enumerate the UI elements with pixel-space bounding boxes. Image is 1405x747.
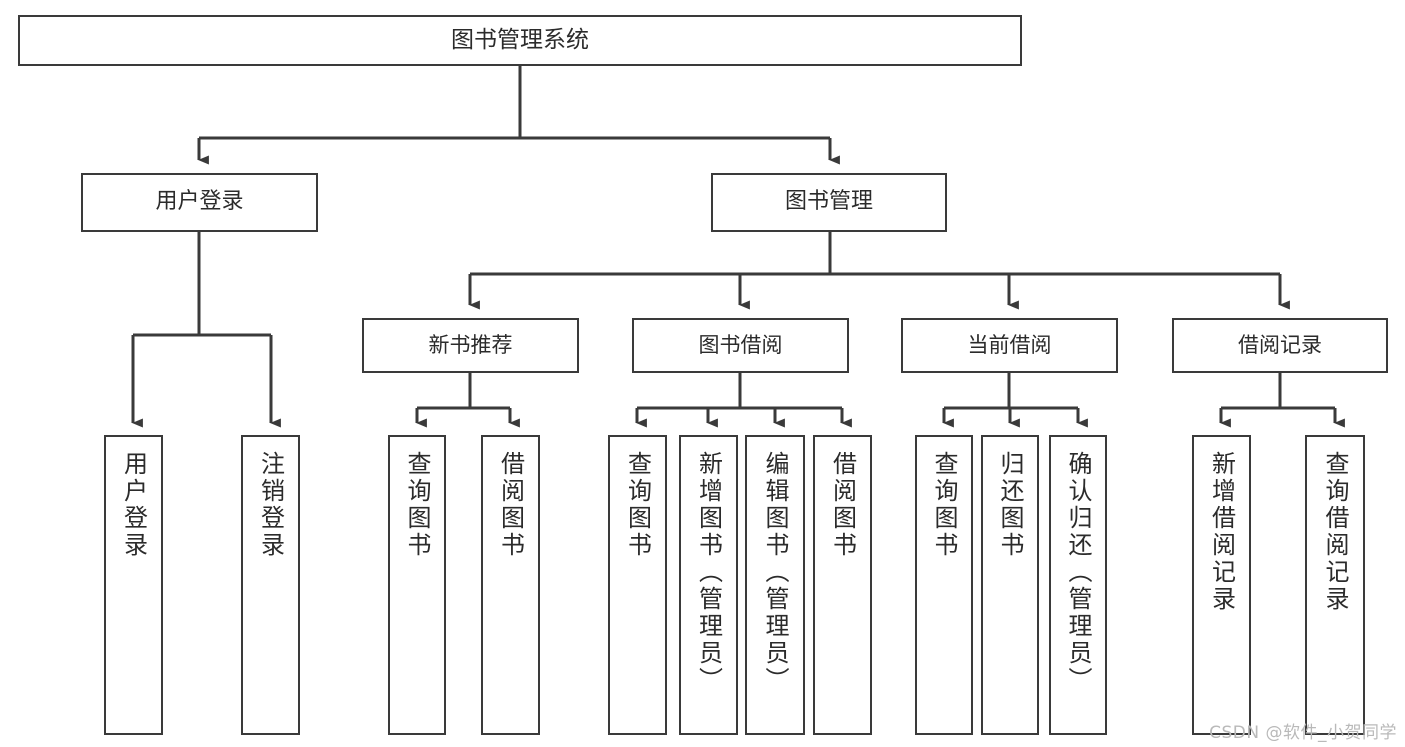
node-root[interactable]: 图书管理系统 xyxy=(18,15,1022,66)
node-leaf-borrow-book-2[interactable]: 借阅图书 xyxy=(813,435,872,735)
node-leaf-add-record[interactable]: 新增借阅记录 xyxy=(1192,435,1251,735)
node-leaf-edit-book-label: 编辑图书（管理员） xyxy=(761,451,789,694)
node-user-login-label: 用户登录 xyxy=(155,189,244,215)
node-book-manage-label: 图书管理 xyxy=(784,189,873,215)
node-current-borrow-label: 当前借阅 xyxy=(967,332,1052,357)
node-leaf-borrow-book-1-label: 借阅图书 xyxy=(496,451,525,559)
node-leaf-user-login-label: 用户登录 xyxy=(119,451,148,559)
node-leaf-query-record-label: 查询借阅记录 xyxy=(1321,451,1349,613)
node-leaf-user-login[interactable]: 用户登录 xyxy=(104,435,163,735)
node-leaf-query-book-2-label: 查询图书 xyxy=(623,451,652,559)
node-leaf-confirm-return[interactable]: 确认归还（管理员） xyxy=(1049,435,1107,735)
node-new-book-rec[interactable]: 新书推荐 xyxy=(362,318,579,373)
node-book-manage[interactable]: 图书管理 xyxy=(711,173,947,232)
node-leaf-add-book[interactable]: 新增图书（管理员） xyxy=(679,435,738,735)
node-leaf-add-record-label: 新增借阅记录 xyxy=(1207,451,1236,613)
node-leaf-query-book-1-label: 查询图书 xyxy=(403,451,431,559)
node-leaf-user-logout-label: 注销登录 xyxy=(256,451,285,559)
node-leaf-query-book-1[interactable]: 查询图书 xyxy=(388,435,446,735)
node-leaf-query-book-2[interactable]: 查询图书 xyxy=(608,435,667,735)
node-leaf-borrow-book-2-label: 借阅图书 xyxy=(828,451,857,559)
node-leaf-add-book-label: 新增图书（管理员） xyxy=(694,451,723,694)
node-borrow-record[interactable]: 借阅记录 xyxy=(1172,318,1388,373)
node-current-borrow[interactable]: 当前借阅 xyxy=(901,318,1118,373)
node-leaf-return-book-label: 归还图书 xyxy=(996,451,1024,559)
node-leaf-return-book[interactable]: 归还图书 xyxy=(981,435,1039,735)
csdn-watermark: CSDN @软件_小贺同学 xyxy=(1209,723,1397,743)
node-leaf-confirm-return-label: 确认归还（管理员） xyxy=(1064,451,1092,694)
node-book-borrow-label: 图书借阅 xyxy=(698,332,783,357)
node-leaf-user-logout[interactable]: 注销登录 xyxy=(241,435,300,735)
node-book-borrow[interactable]: 图书借阅 xyxy=(632,318,849,373)
node-root-label: 图书管理系统 xyxy=(451,26,589,53)
node-leaf-query-book-3-label: 查询图书 xyxy=(930,451,958,559)
node-leaf-query-book-3[interactable]: 查询图书 xyxy=(915,435,973,735)
node-leaf-borrow-book-1[interactable]: 借阅图书 xyxy=(481,435,540,735)
node-new-book-rec-label: 新书推荐 xyxy=(428,332,513,357)
node-borrow-record-label: 借阅记录 xyxy=(1238,332,1322,357)
node-leaf-query-record[interactable]: 查询借阅记录 xyxy=(1305,435,1365,735)
node-user-login[interactable]: 用户登录 xyxy=(81,173,318,232)
node-leaf-edit-book[interactable]: 编辑图书（管理员） xyxy=(745,435,805,735)
